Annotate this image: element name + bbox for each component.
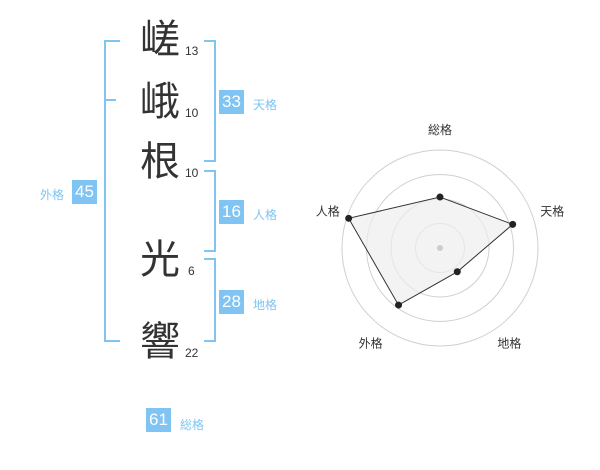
stroke-count-5: 22 xyxy=(185,346,199,360)
radar-axis-label-2: 天格 xyxy=(540,204,564,219)
gaikaku-bracket-tick xyxy=(104,99,116,101)
radar-axis-label-4: 外格 xyxy=(359,335,383,350)
gaikaku-value: 45 xyxy=(72,180,97,204)
name-char-3: 根 xyxy=(140,139,180,185)
jinkaku-value: 16 xyxy=(219,200,244,224)
name-char-4: 光 xyxy=(140,237,180,283)
radar-point-5 xyxy=(345,214,353,222)
soukaku-value: 61 xyxy=(146,408,171,432)
radar-point-2 xyxy=(509,220,517,228)
radar-point-3 xyxy=(453,268,461,276)
name-char-1: 嵯 xyxy=(140,17,180,63)
tenkaku-value: 33 xyxy=(219,90,244,114)
chikaku-label: 地格 xyxy=(253,298,278,312)
name-char-2: 峨 xyxy=(140,79,180,125)
radar-center-dot xyxy=(437,245,443,251)
jinkaku-bracket xyxy=(204,170,216,252)
tenkaku-bracket xyxy=(204,40,216,162)
radar-axis-label-1: 総格 xyxy=(428,122,452,137)
gaikaku-bracket xyxy=(104,40,120,342)
chikaku-value: 28 xyxy=(219,290,244,314)
tenkaku-label: 天格 xyxy=(253,98,278,112)
gaikaku-label: 外格 xyxy=(40,188,65,202)
jinkaku-label: 人格 xyxy=(253,208,278,222)
radar-point-4 xyxy=(395,301,403,309)
radar-axis-label-3: 地格 xyxy=(497,335,521,350)
stroke-count-3: 10 xyxy=(185,166,199,180)
stroke-count-1: 13 xyxy=(185,44,199,58)
soukaku-label: 総格 xyxy=(180,418,205,432)
name-char-5: 響 xyxy=(140,319,180,365)
radar-ring xyxy=(341,149,539,347)
stroke-count-2: 10 xyxy=(185,106,199,120)
stroke-count-4: 6 xyxy=(188,264,195,278)
radar-points xyxy=(345,193,517,309)
radar-axis-label-5: 人格 xyxy=(316,204,340,219)
radar-data-polygon xyxy=(347,196,514,306)
chikaku-bracket xyxy=(204,258,216,342)
radar-point-1 xyxy=(436,193,444,201)
